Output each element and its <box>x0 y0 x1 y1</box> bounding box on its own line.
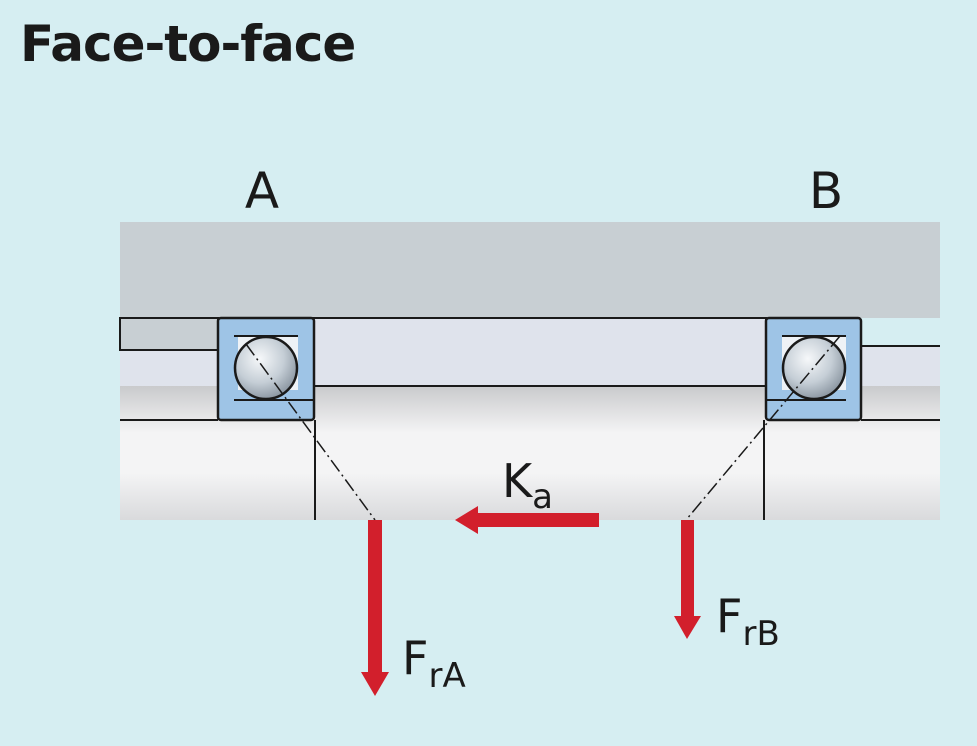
label-axial-force-sub: a <box>532 477 553 517</box>
label-bearing-b: B <box>809 162 843 220</box>
label-bearing-a: A <box>245 162 279 220</box>
ball-a <box>233 335 299 401</box>
bearing-a <box>216 316 316 422</box>
label-radial-force-b-sub: rB <box>742 614 779 654</box>
contact-line-a <box>245 343 376 521</box>
housing-shoulder-left <box>119 317 219 351</box>
label-radial-force-a-sub: rA <box>428 656 465 696</box>
label-axial-force: Ka <box>502 454 553 517</box>
label-radial-force-b-main: F <box>716 589 742 643</box>
label-axial-force-main: K <box>502 454 534 508</box>
label-radial-force-b: FrB <box>716 589 780 654</box>
spacer-sleeve <box>312 317 767 387</box>
bearing-b <box>764 316 863 422</box>
axial-force-arrow <box>455 506 599 534</box>
label-radial-force-a-main: F <box>402 631 428 685</box>
radial-force-arrow-a <box>361 520 389 696</box>
ball-b <box>781 335 847 401</box>
housing <box>120 222 940 318</box>
diagram-title: Face-to-face <box>20 15 356 73</box>
contact-line-b <box>685 335 841 521</box>
label-radial-force-a: FrA <box>402 631 466 696</box>
radial-force-arrow-b <box>674 520 701 639</box>
